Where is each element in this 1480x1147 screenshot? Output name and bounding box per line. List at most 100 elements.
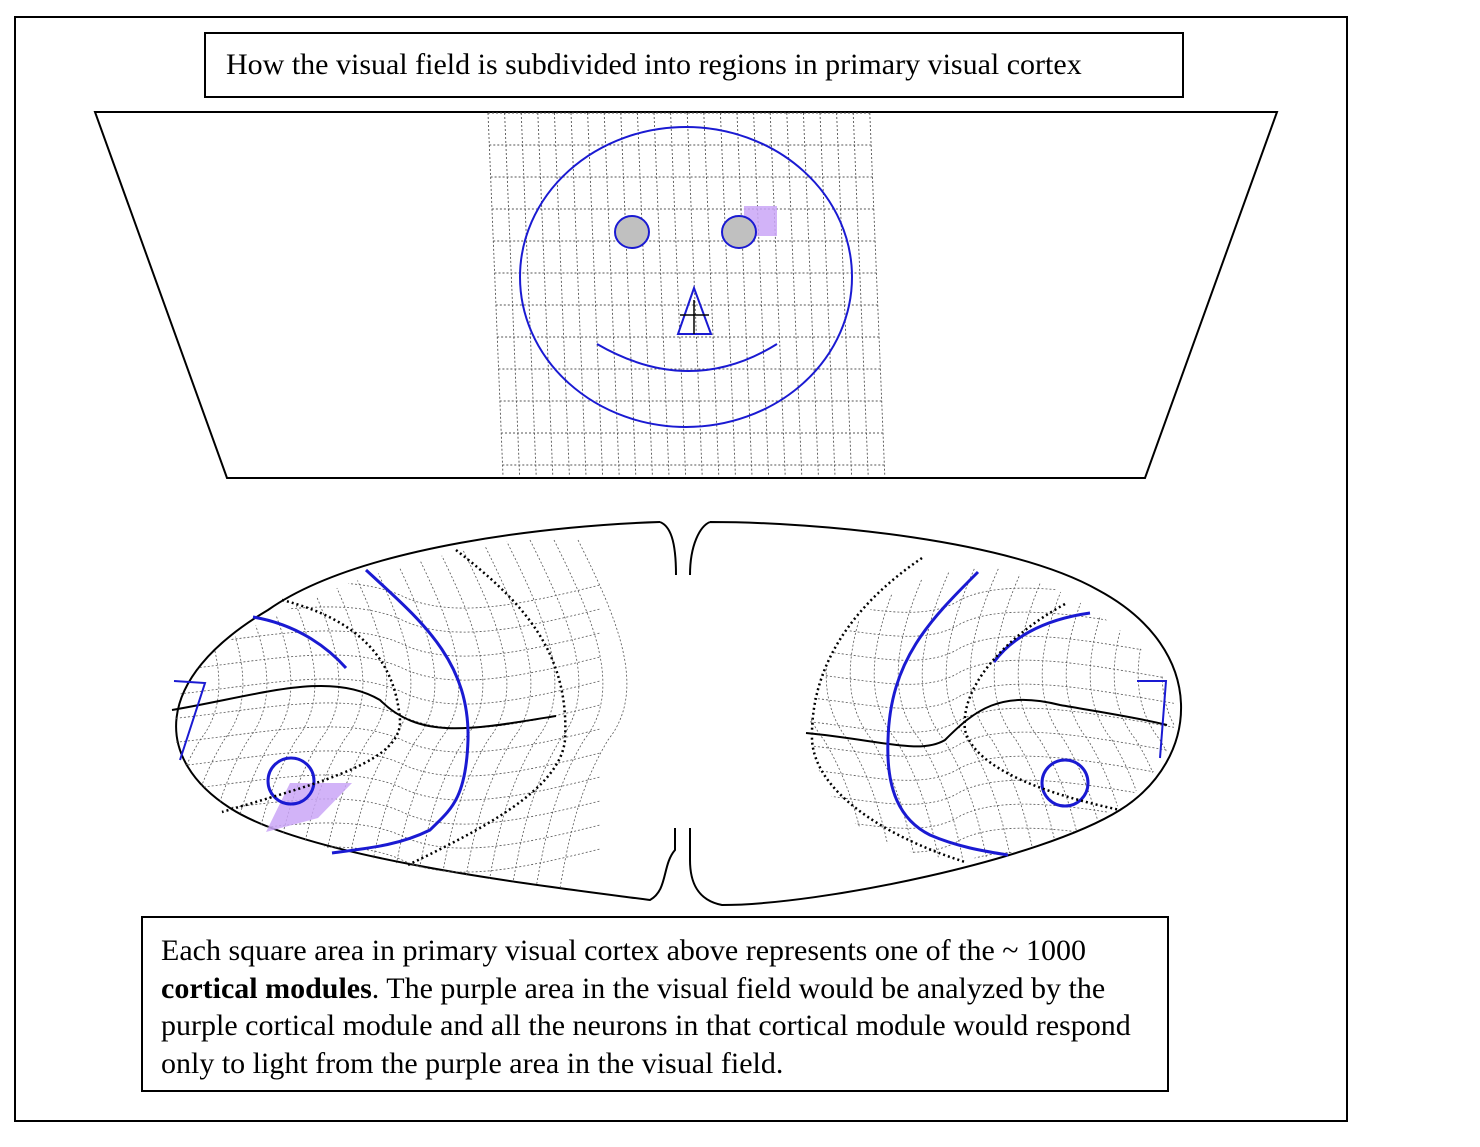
left-grid-row — [174, 846, 601, 873]
vf-grid-vline — [636, 112, 653, 477]
right-grid-row — [809, 707, 1176, 733]
right-grid-row — [809, 803, 1176, 829]
vf-grid-vline — [719, 112, 736, 477]
cortical-module-purple — [266, 783, 352, 832]
left-hemisphere-top-fold — [659, 521, 677, 576]
right-grid-row — [809, 611, 1176, 637]
left-grid-curve — [221, 539, 292, 900]
caption-bold-term: cortical modules — [161, 971, 372, 1005]
left-eye-map — [266, 756, 316, 806]
right-cortex-grid — [809, 540, 1258, 900]
right-grid-row — [809, 659, 1176, 685]
visual-field-grid — [487, 112, 886, 477]
right-grid-curve — [1017, 567, 1091, 859]
left-area-boundary-2 — [407, 549, 567, 867]
left-horizontal-meridian — [171, 684, 557, 730]
left-cortex-grid — [174, 539, 628, 900]
left-grid-curve — [509, 539, 580, 900]
right-eye — [721, 215, 757, 249]
vf-grid-vline — [869, 112, 886, 477]
left-grid-curve — [317, 539, 388, 900]
left-grid-curve — [197, 539, 268, 900]
right-horizontal-meridian — [805, 698, 1168, 748]
vf-grid-vline — [703, 112, 720, 477]
right-grid-curve — [1186, 540, 1258, 900]
vf-grid-vline — [537, 112, 554, 477]
figure-frame — [14, 16, 1348, 1122]
vf-grid-vline — [553, 112, 570, 477]
caption-part-1: Each square area in primary visual corte… — [161, 934, 1087, 967]
left-grid-curve — [461, 539, 532, 900]
right-grid-curve — [809, 567, 875, 859]
right-grid-row — [809, 635, 1176, 661]
fixation-cross-icon — [680, 300, 709, 334]
left-eye-arc-map — [252, 615, 348, 669]
vf-grid-vline — [670, 112, 687, 477]
vf-grid-vline — [736, 112, 753, 477]
left-grid-row — [174, 774, 601, 801]
visual-field-trapezoid — [93, 111, 1279, 479]
right-grid-row — [809, 755, 1176, 781]
left-grid-curve — [485, 539, 556, 900]
left-hemisphere-features — [171, 549, 567, 867]
right-grid-curve — [945, 567, 1019, 859]
right-grid-curve — [1113, 567, 1176, 859]
right-grid-curve — [1089, 567, 1163, 859]
vf-grid-vline — [520, 112, 537, 477]
vf-grid-vline — [620, 112, 637, 477]
vf-grid-vline — [653, 112, 670, 477]
right-grid-row — [809, 851, 1176, 859]
right-grid-curve — [873, 567, 947, 859]
vf-grid-vline — [769, 112, 786, 477]
left-grid-curve — [533, 539, 604, 900]
right-grid-curve — [849, 567, 923, 859]
smiley-face-icon — [519, 126, 853, 428]
right-grid-row — [809, 827, 1176, 853]
right-nose-map — [1137, 680, 1168, 759]
left-grid-row — [174, 582, 601, 609]
right-eye-map — [1040, 758, 1090, 808]
right-hemisphere-outline — [689, 521, 1183, 907]
right-hemisphere-features — [805, 556, 1168, 864]
right-grid-curve — [969, 567, 1043, 859]
caption-text: Each square area in primary visual corte… — [161, 932, 1149, 1082]
vf-grid-vline — [504, 112, 521, 477]
vf-grid-vline — [852, 112, 869, 477]
left-eye — [614, 215, 650, 249]
left-hemisphere-outline — [175, 521, 676, 902]
right-grid-curve — [1041, 567, 1115, 859]
left-grid-row — [174, 798, 601, 825]
right-eye-arc-map — [992, 611, 1091, 663]
right-grid-row — [809, 587, 1176, 613]
left-grid-curve — [174, 539, 244, 900]
right-face-outline-map — [886, 570, 1009, 857]
smile-mouth — [596, 343, 778, 372]
left-grid-curve — [413, 539, 484, 900]
left-grid-curve — [174, 539, 220, 900]
right-grid-curve — [1065, 567, 1139, 859]
left-grid-curve — [341, 539, 412, 900]
right-grid-curve — [825, 567, 899, 859]
right-grid-curve — [993, 567, 1067, 859]
left-grid-curve — [245, 539, 316, 900]
right-grid-row — [809, 731, 1176, 757]
caption-part-2: . The purple area in the visual field wo… — [161, 971, 1131, 1080]
left-grid-row — [174, 678, 601, 705]
left-grid-curve — [557, 539, 628, 900]
vf-grid-vline — [487, 112, 504, 477]
left-face-outline-map — [331, 568, 470, 855]
left-grid-curve — [365, 539, 436, 900]
right-grid-curve — [897, 567, 971, 859]
left-nose-map — [173, 680, 207, 761]
vf-grid-vline — [802, 112, 819, 477]
left-grid-row — [174, 822, 601, 849]
vf-grid-vline — [570, 112, 587, 477]
vf-grid-vline — [603, 112, 620, 477]
right-grid-row — [809, 683, 1176, 709]
figure-title: How the visual field is subdivided into … — [226, 48, 1082, 81]
vf-grid-vline — [786, 112, 803, 477]
left-grid-row — [174, 654, 601, 681]
vf-grid-vline — [836, 112, 853, 477]
vf-grid-vline — [753, 112, 770, 477]
